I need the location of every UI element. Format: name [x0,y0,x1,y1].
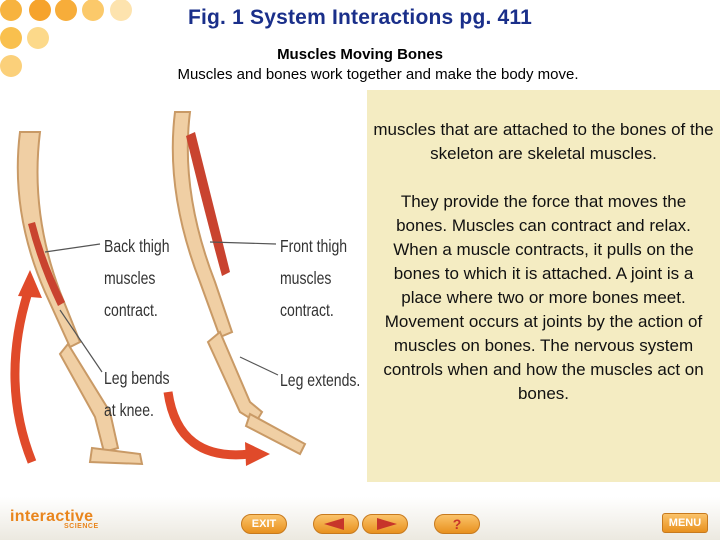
back-arrow-icon [324,518,344,530]
leg-muscles-illustration: Back thigh muscles contract. Leg bends a… [10,111,360,466]
left-leg [16,131,144,466]
footer-bar [0,497,720,540]
logo-sub-text: SCIENCE [64,523,99,530]
explanation-paragraph-1: muscles that are attached to the bones o… [373,120,714,163]
menu-button[interactable]: MENU [662,513,708,533]
svg-text:Leg bends at knee.: Leg bends at knee. [104,368,173,420]
exit-button[interactable]: EXIT [241,514,287,534]
svg-text:Back thigh muscles con: Back thigh muscles contract. [104,236,173,320]
forward-button[interactable] [362,514,408,534]
label-front-thigh-2: muscles [280,268,331,288]
interactive-science-logo: interactive SCIENCE [10,508,98,530]
label-back-thigh-3: contract. [104,300,158,320]
logo-main-text: interactive [10,508,94,525]
explanation-panel: muscles that are attached to the bones o… [367,90,720,482]
extend-arrow-icon [163,391,251,460]
figure-caption: Muscles and bones work together and make… [177,66,579,83]
label-front-thigh-3: contract. [280,300,334,320]
decorative-dots [0,0,132,77]
bend-arrow-icon [10,290,37,464]
label-back-thigh-2: muscles [104,268,155,288]
explanation-paragraph-2: They provide the force that moves the bo… [383,192,704,403]
forward-arrow-icon [377,518,397,530]
svg-text:Front thigh muscles co: Front thigh muscles contract. [280,236,351,320]
right-leg [171,111,307,456]
page-title: Fig. 1 System Interactions pg. 411 [187,6,533,29]
label-back-thigh-1: Back thigh [104,236,169,256]
label-front-thigh-1: Front thigh [280,236,347,256]
label-leg-bends-2: at knee. [104,400,154,420]
figure-subtitle: Muscles Moving Bones [277,46,443,63]
label-leg-bends-1: Leg bends [104,368,170,388]
help-button[interactable]: ? [434,514,480,534]
label-leg-extends: Leg extends. [280,370,360,390]
back-button[interactable] [313,514,359,534]
svg-text:Leg extends.: Leg extends. [280,370,360,390]
